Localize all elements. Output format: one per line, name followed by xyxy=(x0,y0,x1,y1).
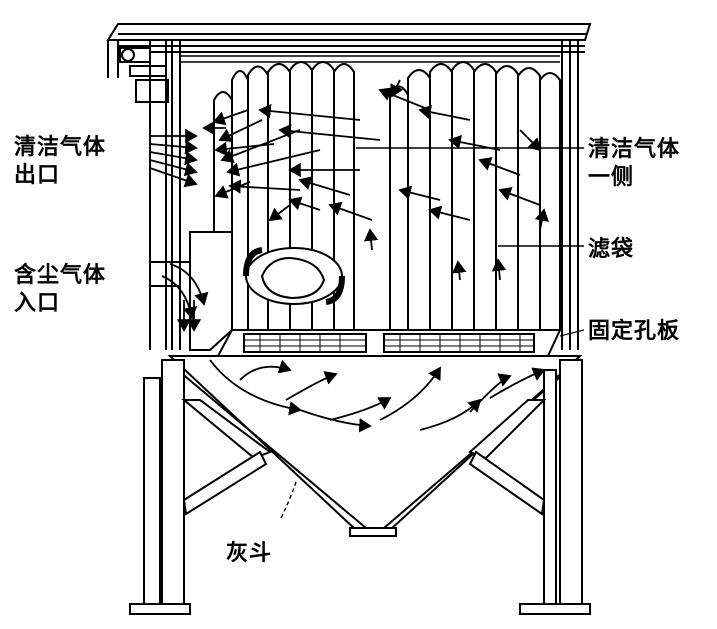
right-columns xyxy=(561,40,579,350)
tube-sheet xyxy=(216,329,562,357)
label-dusty-gas-inlet: 含尘气体 入口 xyxy=(14,262,106,318)
pulse-valve-header xyxy=(119,47,169,103)
label-clean-gas-side-line2: 一侧 xyxy=(588,165,635,190)
roof-frame xyxy=(106,23,592,78)
label-clean-gas-outlet-line2: 出口 xyxy=(14,163,61,188)
label-tube-sheet: 固定孔板 xyxy=(588,319,681,344)
inspection-hatch xyxy=(243,247,345,305)
label-clean-gas-side-line1: 清洁气体 xyxy=(588,137,681,162)
filter-bags-right xyxy=(389,61,561,330)
support-legs xyxy=(129,359,591,615)
leader-lines xyxy=(279,147,585,521)
airflow-arrows xyxy=(149,79,549,433)
label-dusty-gas-inlet-line2: 入口 xyxy=(14,291,61,316)
label-filter-bag: 滤袋 xyxy=(588,237,635,262)
label-ash-hopper: 灰斗 xyxy=(226,541,273,566)
left-columns xyxy=(149,40,181,350)
label-clean-gas-side: 清洁气体 一侧 xyxy=(588,136,680,192)
inlet-duct xyxy=(150,231,233,351)
blow-pipes xyxy=(180,55,560,63)
label-clean-gas-outlet-line1: 清洁气体 xyxy=(14,135,107,160)
label-dusty-gas-inlet-line1: 含尘气体 xyxy=(14,263,107,288)
label-clean-gas-outlet: 清洁气体 出口 xyxy=(14,134,106,190)
